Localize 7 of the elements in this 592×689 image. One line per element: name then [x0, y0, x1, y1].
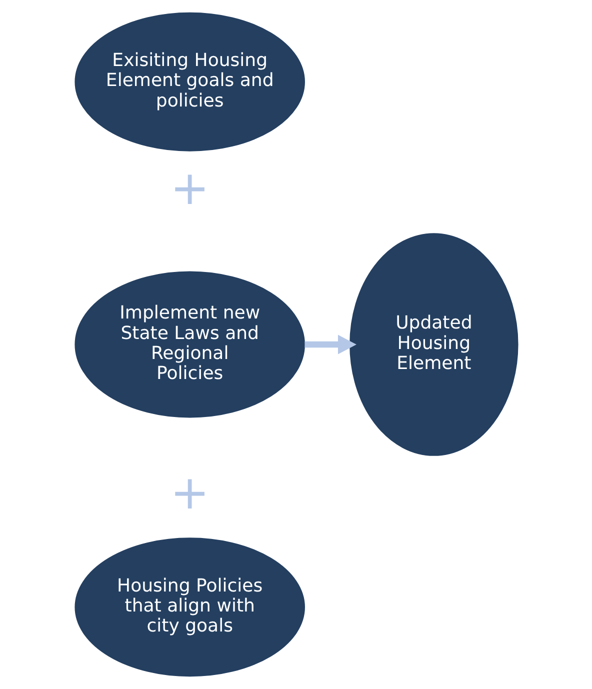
arrow — [304, 334, 356, 354]
node-ellipse: Housing Policies that align with city goals — [74, 538, 304, 677]
node-ellipse: Implement new State Laws and Regional Policies — [74, 271, 304, 418]
node-ellipse: Exisiting Housing Element goals and policies — [74, 12, 304, 152]
label: + — [170, 466, 209, 521]
node-ellipse: Updated Housing Element — [349, 233, 518, 456]
label: + — [170, 162, 209, 216]
